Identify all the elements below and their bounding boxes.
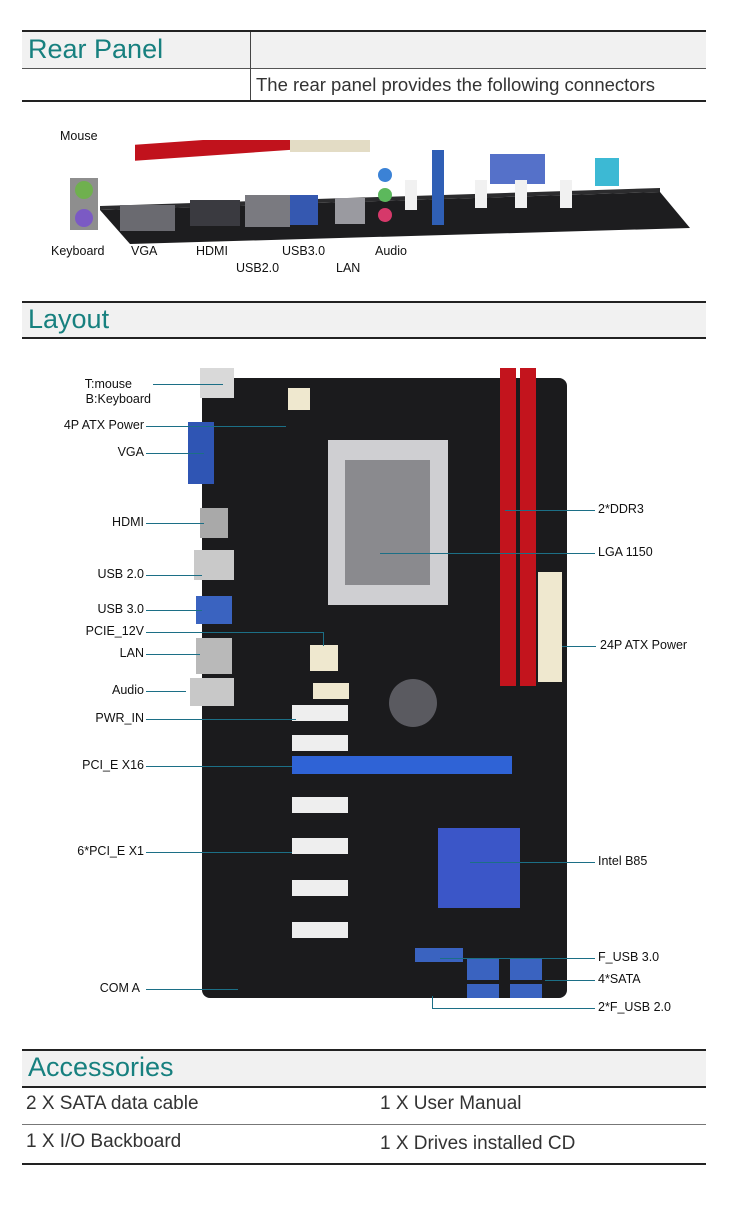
label-sata: 4*SATA [598, 972, 641, 986]
label-lga1150: LGA 1150 [598, 545, 653, 559]
label-pcie-x16: PCI_E X16 [82, 758, 144, 772]
leader-hdmi [146, 523, 204, 524]
label-audio: Audio [112, 683, 144, 697]
accessories-header: Accessories [22, 1049, 706, 1088]
leader-lga1150 [380, 553, 595, 554]
label-usb20: USB 2.0 [97, 567, 144, 581]
leader-audio [146, 691, 186, 692]
rp-label-usb30: USB3.0 [282, 244, 326, 258]
motherboard-layout-image [188, 368, 567, 998]
label-pcie-x1: 6*PCI_E X1 [77, 844, 144, 858]
accessory-item: 2 X SATA data cable [26, 1093, 199, 1114]
rear-panel-board-image [70, 140, 690, 244]
accessories-title: Accessories [28, 1052, 174, 1082]
leader-ddr3 [505, 510, 595, 511]
rp-label-mouse: Mouse [60, 129, 98, 143]
rp-label-usb20: USB2.0 [236, 261, 280, 275]
layout-header: Layout [22, 301, 706, 339]
rear-panel-title: Rear Panel [28, 34, 164, 64]
accessory-item: 1 X I/O Backboard [26, 1131, 182, 1152]
label-intel-b85: Intel B85 [598, 854, 648, 868]
header-divider [250, 32, 251, 100]
rp-label-hdmi: HDMI [196, 244, 228, 258]
label-pwr-in: PWR_IN [95, 711, 144, 725]
rear-panel-title-band [22, 32, 706, 69]
label-lan: LAN [119, 646, 144, 660]
layout-title: Layout [28, 304, 110, 334]
label-ddr3: 2*DDR3 [598, 502, 644, 516]
leader-f-usb20-drop [432, 996, 433, 1008]
label-pcie12v: PCIE_12V [85, 624, 144, 638]
leader-24p-atx [562, 646, 596, 647]
leader-lan [146, 654, 200, 655]
accessory-item: 1 X User Manual [380, 1093, 522, 1114]
leader-vga [146, 453, 204, 454]
rear-panel-header: Rear Panel The rear panel provides the f… [22, 30, 706, 102]
leader-pwr-in [146, 719, 296, 720]
leader-pcie-x1 [146, 852, 292, 853]
rp-label-audio: Audio [375, 244, 407, 258]
label-f-usb20: 2*F_USB 2.0 [598, 1000, 671, 1014]
leader-usb20 [146, 575, 202, 576]
label-com-a: COM A [99, 981, 140, 995]
leader-usb30 [146, 610, 202, 611]
leader-f-usb30 [440, 958, 595, 959]
rp-label-vga: VGA [131, 244, 158, 258]
label-24p-atx: 24P ATX Power [600, 638, 688, 652]
leader-pcie12v-drop [323, 632, 324, 646]
leader-mouse-kb [153, 384, 223, 385]
leader-pcie-x16 [146, 766, 292, 767]
rp-label-lan: LAN [336, 261, 361, 275]
label-f-usb30: F_USB 3.0 [598, 950, 660, 964]
leader-pcie12v [146, 632, 324, 633]
label-bkeyboard: B:Keyboard [85, 392, 151, 406]
label-tmouse: T:mouse [84, 377, 132, 391]
leader-intel-b85 [470, 862, 595, 863]
leader-4p-atx [146, 426, 286, 427]
label-4p-atx: 4P ATX Power [63, 418, 144, 432]
label-vga: VGA [117, 445, 144, 459]
leader-com-a [146, 989, 238, 990]
rear-panel-subtitle: The rear panel provides the following co… [256, 74, 656, 95]
label-hdmi: HDMI [112, 515, 144, 529]
accessories-row-1: 2 X SATA data cable 1 X User Manual [22, 1086, 706, 1125]
rp-label-keyboard: Keyboard [51, 244, 105, 258]
label-usb30: USB 3.0 [97, 602, 144, 616]
accessories-row-2: 1 X I/O Backboard 1 X Drives installed C… [22, 1125, 706, 1165]
leader-f-usb20 [432, 1008, 595, 1009]
leader-sata [545, 980, 595, 981]
accessory-item: 1 X Drives installed CD [380, 1133, 576, 1154]
